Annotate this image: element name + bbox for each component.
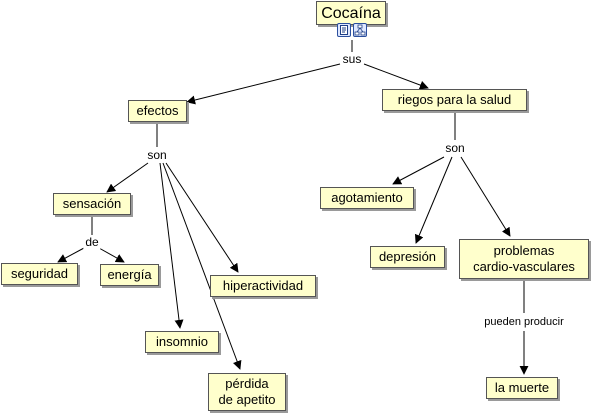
link-de[interactable]: de: [83, 235, 101, 249]
concept-la-muerte[interactable]: la muerte: [486, 377, 558, 399]
concept-problemas[interactable]: problemas cardio-vasculares: [459, 239, 589, 279]
line-son-problemas: [460, 156, 511, 237]
concept-efectos[interactable]: efectos: [128, 100, 187, 122]
concept-energia[interactable]: energía: [100, 264, 159, 286]
concept-riesgos[interactable]: riegos para la salud: [382, 89, 527, 111]
line-son-sensacion: [106, 162, 149, 193]
link-pueden-producir[interactable]: pueden producir: [482, 315, 566, 329]
concept-map-icon[interactable]: [353, 23, 367, 37]
line-de-seguridad: [57, 247, 85, 263]
resource-icons: [337, 23, 367, 37]
link-son-efectos[interactable]: son: [145, 148, 169, 162]
line-de-energia: [98, 247, 125, 263]
line-son-depresion: [414, 156, 453, 244]
concept-insomnio[interactable]: insomnio: [145, 331, 219, 353]
line-son-perdida: [162, 162, 242, 370]
line-son-insomnio: [159, 162, 184, 329]
line-sus-riesgos: [363, 63, 429, 90]
document-icon[interactable]: [337, 23, 351, 37]
line-son-agotamiento: [392, 156, 445, 185]
link-son-riesgos[interactable]: son: [443, 141, 467, 155]
concept-depresion[interactable]: depresión: [370, 246, 445, 268]
line-son-hiperactividad: [165, 162, 239, 273]
concept-sensacion[interactable]: sensación: [53, 193, 131, 215]
concept-cocaina[interactable]: Cocaína: [316, 1, 386, 25]
concept-seguridad[interactable]: seguridad: [1, 263, 78, 285]
concept-perdida[interactable]: pérdida de apetito: [208, 373, 286, 411]
concept-agotamiento[interactable]: agotamiento: [320, 187, 414, 209]
concept-hiperactividad[interactable]: hiperactividad: [210, 275, 316, 297]
link-sus[interactable]: sus: [340, 52, 364, 66]
line-sus-efectos: [186, 63, 341, 105]
